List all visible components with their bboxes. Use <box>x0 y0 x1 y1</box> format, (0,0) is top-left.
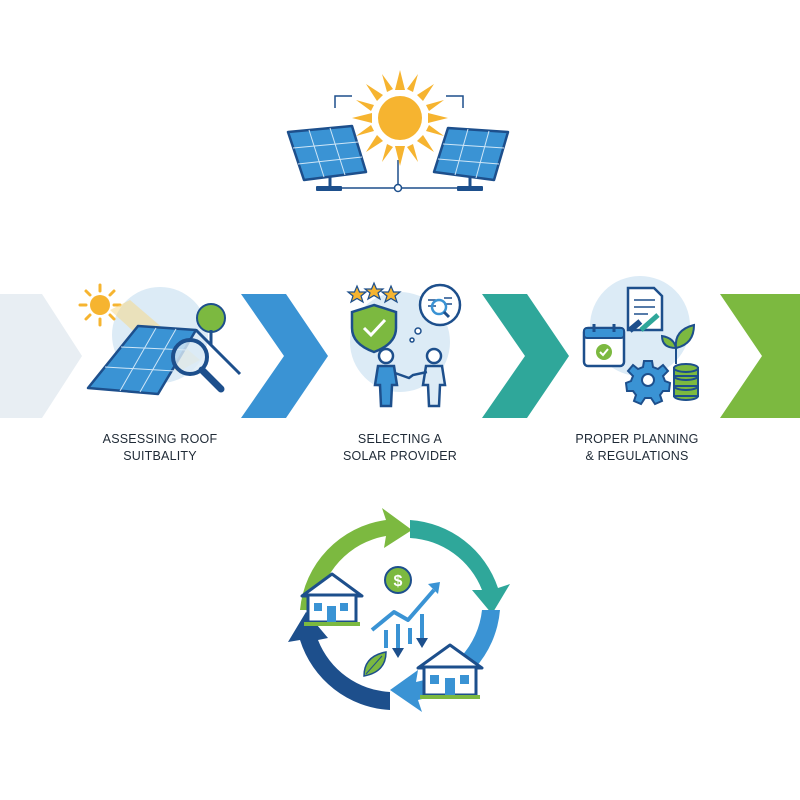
gear-icon <box>624 360 672 406</box>
step-2-label: SELECTING A SOLAR PROVIDER <box>300 431 500 465</box>
process-band <box>0 294 800 418</box>
dollar-icon: $ <box>384 566 412 594</box>
star-icon <box>346 281 402 304</box>
step-2-label-line1: SELECTING A <box>357 432 443 446</box>
solar-panel-icon <box>86 324 242 396</box>
handshake-icon <box>373 347 447 408</box>
solar-panel-icon <box>286 124 368 191</box>
top-solar-illustration <box>286 70 510 193</box>
cycle-arrows-icon <box>288 508 510 712</box>
chevron-arrow-icon <box>241 294 328 418</box>
step-1-label-line1: ASSESSING ROOF <box>102 432 218 446</box>
coin-stack-icon <box>673 363 699 401</box>
chevron-arrow-icon <box>482 294 569 418</box>
step-1-label: ASSESSING ROOF SUITBALITY <box>60 431 260 465</box>
calendar-icon <box>582 324 626 368</box>
step-2-illustration <box>346 281 462 408</box>
magnifier-icon <box>171 338 225 393</box>
chevron-arrow-icon <box>0 294 82 418</box>
step-3-label-line2: & REGULATIONS <box>585 449 689 463</box>
solar-panel-icon <box>432 126 510 191</box>
chevron-arrow-icon <box>720 294 800 418</box>
leaf-icon <box>363 651 387 677</box>
sun-icon <box>352 70 448 166</box>
shield-check-icon <box>350 303 398 354</box>
sun-icon <box>78 283 122 327</box>
step-3-label-line1: PROPER PLANNING <box>575 432 699 446</box>
chart-arrow-icon <box>370 582 440 658</box>
svg-text:$: $ <box>394 573 403 590</box>
step-1-label-line2: SUITBALITY <box>123 449 197 463</box>
step-2-label-line2: SOLAR PROVIDER <box>343 449 457 463</box>
house-icon <box>416 643 484 699</box>
step-3-illustration <box>582 276 699 406</box>
tree-icon <box>196 303 226 345</box>
step-3-label: PROPER PLANNING & REGULATIONS <box>537 431 737 465</box>
house-icon <box>300 572 364 626</box>
speech-bubble-icon <box>409 283 462 343</box>
step-1-illustration <box>78 283 242 396</box>
document-icon <box>626 286 664 333</box>
leaf-icon <box>660 323 696 364</box>
